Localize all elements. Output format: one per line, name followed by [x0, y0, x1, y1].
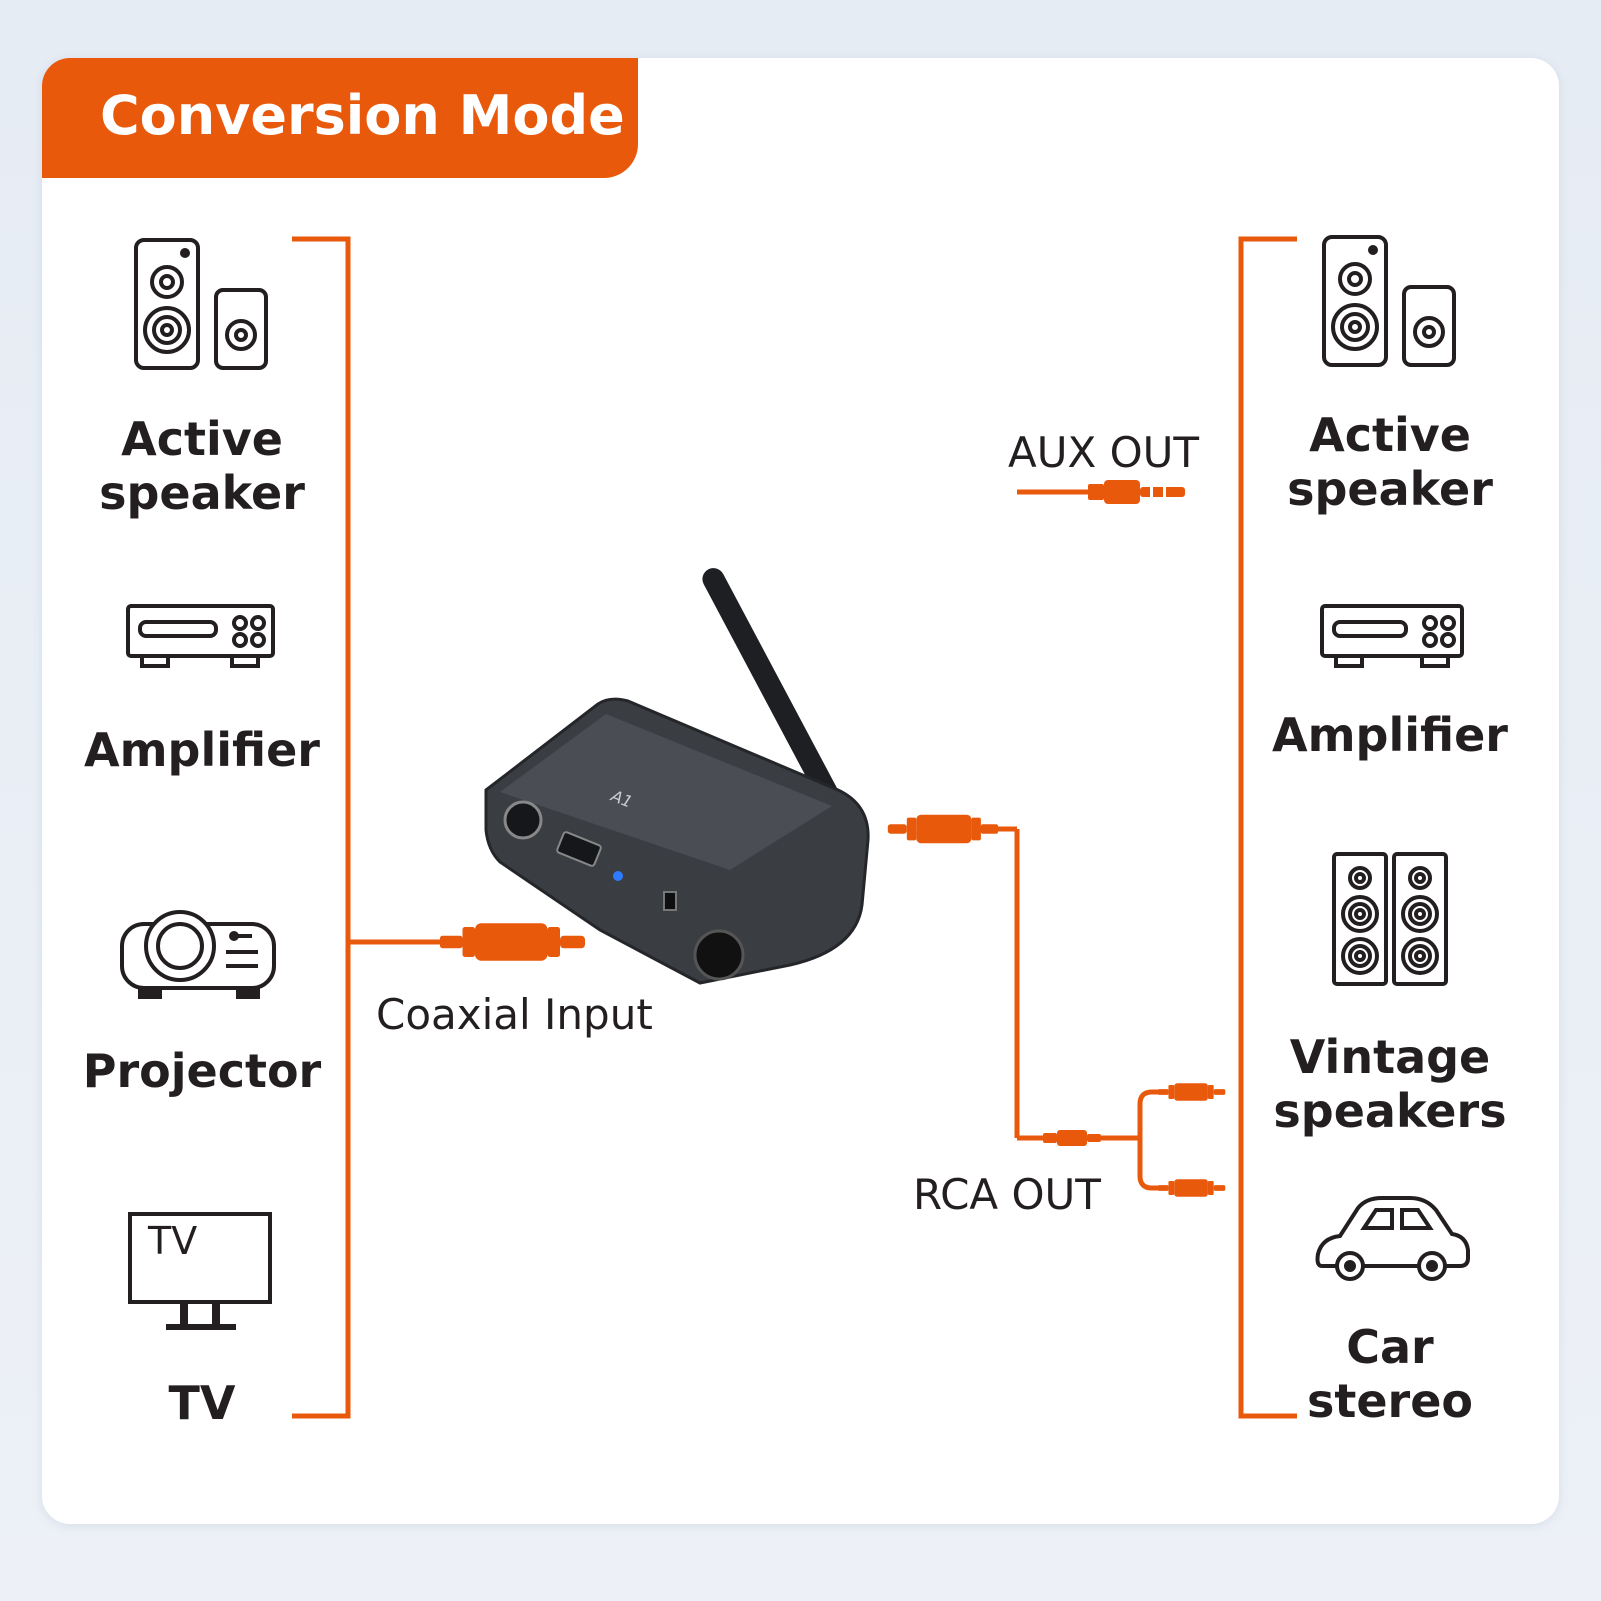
tv-screen-text: TV [147, 1219, 197, 1263]
antenna [702, 568, 846, 818]
aux-plug [1088, 480, 1185, 504]
active-speaker-icon [134, 238, 268, 370]
usb-port [556, 831, 602, 867]
optical-port [663, 891, 677, 911]
aux-out-label: AUX OUT [1008, 428, 1200, 477]
title-banner: Conversion Mode [42, 58, 638, 178]
input-label-tv: TV [168, 1376, 236, 1430]
output-label-active-speaker: Active speaker [1287, 408, 1493, 516]
output-label-car-stereo: Car stereo [1306, 1320, 1474, 1428]
rca-plug-top [1158, 1083, 1226, 1101]
title: Conversion Mode [100, 84, 625, 147]
projector-icon [120, 910, 276, 999]
output-label-vintage-speakers: Vintage speakers [1273, 1030, 1507, 1138]
coaxial-input-label: Coaxial Input [376, 990, 653, 1039]
rca-mini-plug [1043, 1130, 1101, 1146]
volume-knob [693, 929, 745, 981]
car-icon [1315, 1196, 1470, 1281]
coaxial-plug [440, 923, 585, 961]
amplifier-icon [126, 604, 275, 668]
headphone-jack [503, 800, 543, 840]
rca-plug-bottom [1158, 1179, 1226, 1197]
input-label-amplifier: Amplifier [84, 723, 320, 777]
output-amplifier-icon [1320, 604, 1464, 668]
status-led [613, 871, 623, 881]
converter-device: A1 [484, 568, 870, 985]
device-top [500, 714, 832, 870]
vintage-speakers-icon [1332, 852, 1448, 986]
input-label-projector: Projector [82, 1044, 322, 1098]
tv-icon: TV [128, 1212, 272, 1330]
input-label-active-speaker: Active speaker [99, 412, 305, 520]
output-label-amplifier: Amplifier [1272, 708, 1508, 762]
output-active-speaker-icon [1322, 235, 1456, 367]
rca-out-label: RCA OUT [913, 1170, 1101, 1219]
device-output-plug [887, 814, 998, 844]
input-bracket [292, 236, 448, 1419]
